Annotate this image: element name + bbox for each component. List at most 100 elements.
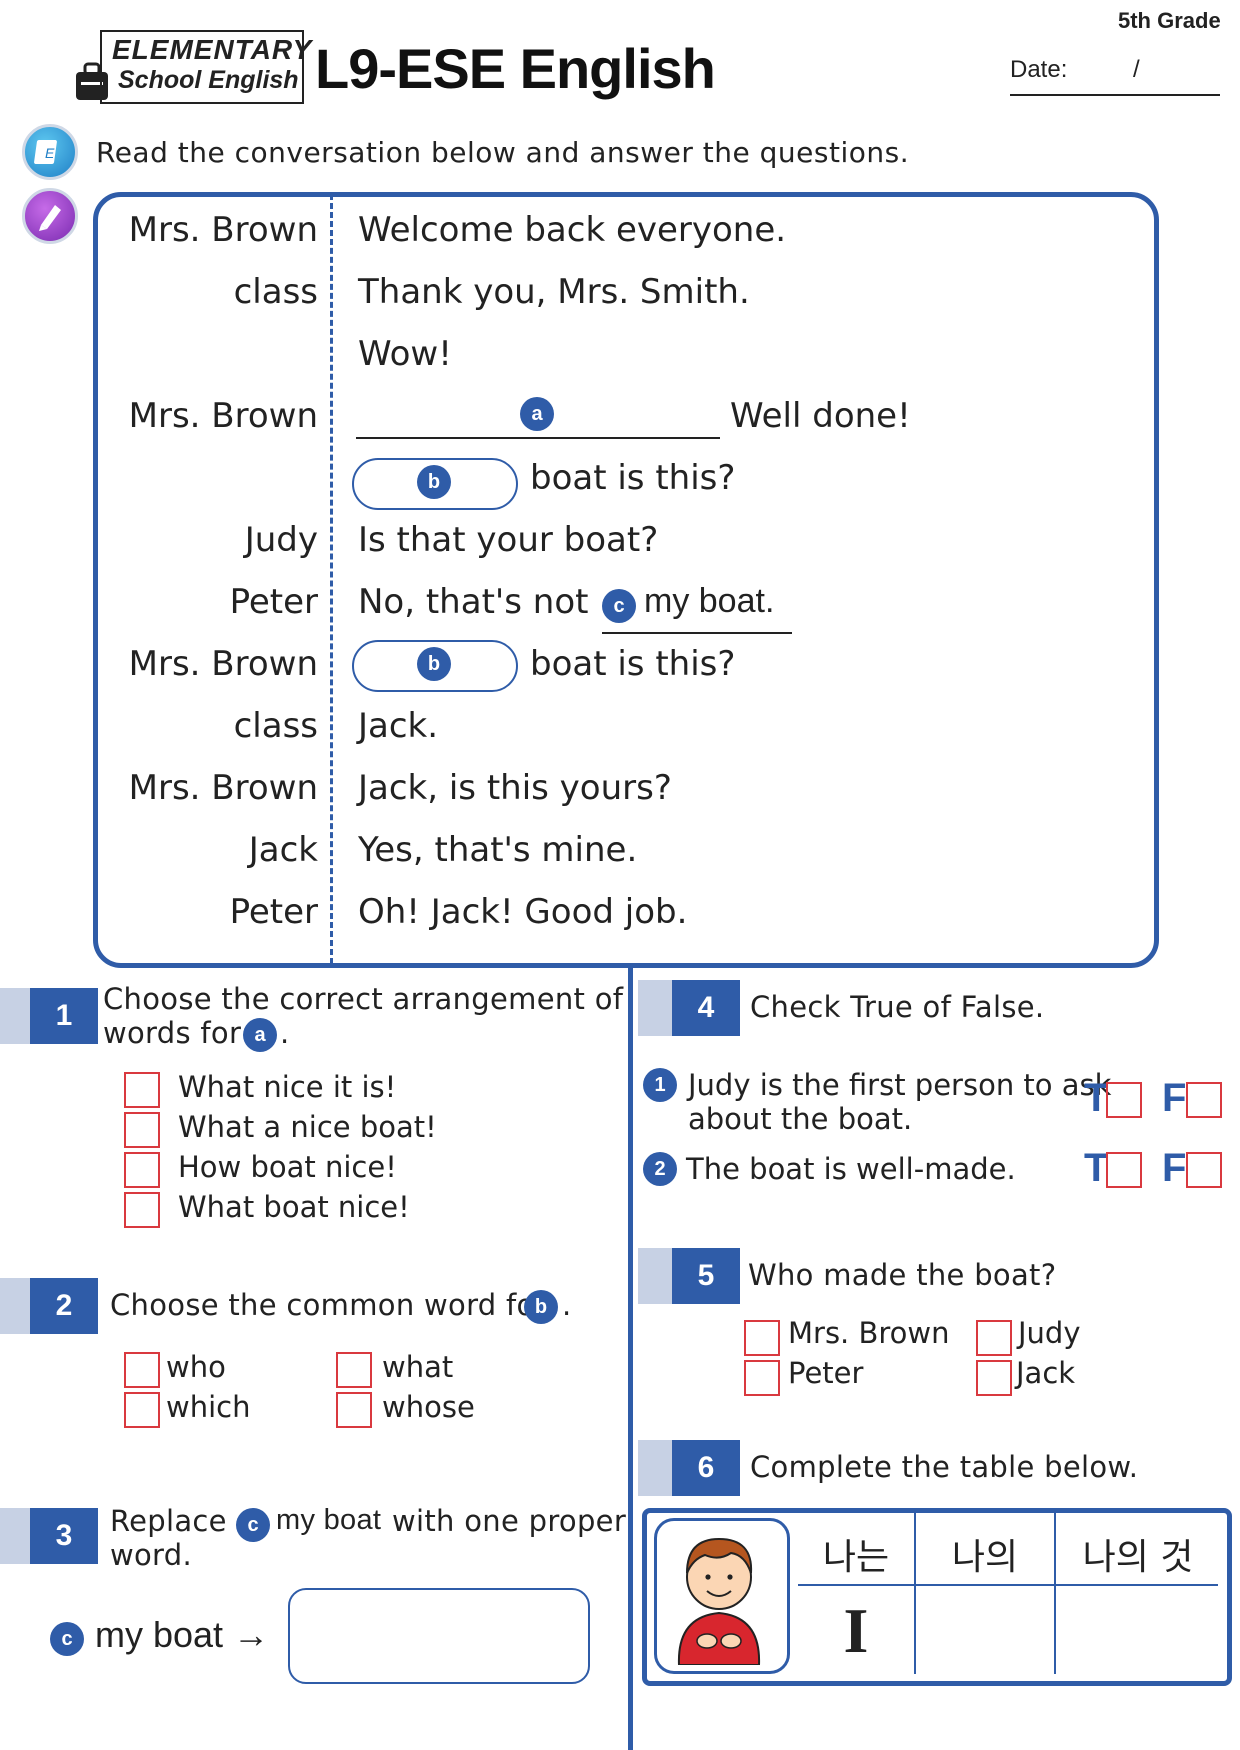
boy-picture-frame: [654, 1518, 790, 1674]
line-10: Jack, is this yours?: [358, 768, 672, 808]
q5-tab: [638, 1248, 674, 1304]
q5-checkbox-judy[interactable]: [976, 1320, 1012, 1356]
marker-b-2: b: [417, 647, 451, 681]
speaker-6: Judy: [244, 520, 318, 560]
q2-period: .: [562, 1288, 572, 1322]
q6-col-line-1: [914, 1510, 916, 1674]
line-8: boat is this?: [530, 644, 736, 684]
speaker-divider: [330, 194, 333, 964]
q6-cell-2[interactable]: [916, 1588, 1054, 1674]
line-2: Thank you, Mrs. Smith.: [358, 272, 750, 312]
conversation-box: [93, 192, 1159, 968]
line-4: Well done!: [730, 396, 911, 436]
q6-col-line-2: [1054, 1510, 1056, 1674]
q2-text: Choose the common word for: [110, 1288, 547, 1322]
line-6: Is that your boat?: [358, 520, 659, 560]
line-7: No, that's not: [358, 582, 589, 622]
line-11: Yes, that's mine.: [358, 830, 638, 870]
q1-option-4: What boat nice!: [178, 1190, 410, 1224]
blank-a[interactable]: [356, 437, 720, 439]
speaker-7: Peter: [229, 582, 318, 622]
q2-number: 2: [30, 1278, 98, 1334]
speaker-2: class: [233, 272, 318, 312]
q4-item2-true-label: T: [1084, 1146, 1109, 1190]
blank-b-2[interactable]: [352, 640, 518, 692]
q4-item1-line2: about the boat.: [688, 1102, 913, 1136]
q5-number: 5: [672, 1248, 740, 1304]
q6-tab: [638, 1440, 674, 1496]
q1-marker: a: [243, 1018, 277, 1052]
line-5: boat is this?: [530, 458, 736, 498]
q5-checkbox-mrs-brown[interactable]: [744, 1320, 780, 1356]
q4-tab: [638, 980, 674, 1036]
instruction-text: Read the conversation below and answer t…: [96, 136, 910, 169]
logo-line1: ELEMENTARY: [112, 34, 313, 65]
marker-a: a: [520, 397, 554, 431]
q2-option-what: what: [382, 1350, 454, 1384]
page-title: L9-ESE English: [315, 37, 716, 100]
q1-checkbox-4[interactable]: [124, 1192, 160, 1228]
q6-header-3: 나의 것: [1082, 1537, 1194, 1578]
q4-item2-true-checkbox[interactable]: [1106, 1152, 1142, 1188]
q1-checkbox-1[interactable]: [124, 1072, 160, 1108]
q2-checkbox-who[interactable]: [124, 1352, 160, 1388]
column-divider: [628, 968, 633, 1750]
q4-item1-number: 1: [643, 1068, 677, 1102]
speaker-8: Mrs. Brown: [128, 644, 318, 684]
q6-cell-3[interactable]: [1056, 1588, 1220, 1674]
q6-table: [642, 1508, 1232, 1686]
q4-item1-false-checkbox[interactable]: [1186, 1082, 1222, 1118]
logo-line2: School English: [118, 66, 299, 94]
q1-option-2: What a nice boat!: [178, 1110, 437, 1144]
svg-text:E: E: [45, 145, 55, 161]
q3-answer-box[interactable]: [288, 1588, 590, 1684]
q6-number: 6: [672, 1440, 740, 1496]
q2-marker: b: [524, 1290, 558, 1324]
grade-label: 5th Grade: [1118, 8, 1221, 33]
q3-answer-marker: c: [50, 1622, 84, 1656]
q2-checkbox-what[interactable]: [336, 1352, 372, 1388]
q5-option-judy: Judy: [1018, 1316, 1081, 1350]
q4-item2-false-checkbox[interactable]: [1186, 1152, 1222, 1188]
line-3: Wow!: [358, 334, 452, 374]
q3-text-post: with one proper: [392, 1504, 627, 1538]
speaker-12: Peter: [229, 892, 318, 932]
speaker-4: Mrs. Brown: [128, 396, 318, 436]
q3-marker: c: [236, 1508, 270, 1542]
q2-checkbox-whose[interactable]: [336, 1392, 372, 1428]
marker-c-underline: [602, 632, 792, 634]
speaker-10: Mrs. Brown: [128, 768, 318, 808]
q3-answer-prefix: my boat →: [95, 1614, 270, 1655]
q6-cell-1: I: [843, 1595, 869, 1666]
q1-checkbox-3[interactable]: [124, 1152, 160, 1188]
q1-text-line2: words for: [103, 1016, 242, 1050]
q4-item1-false-label: F: [1162, 1076, 1187, 1120]
q5-checkbox-peter[interactable]: [744, 1360, 780, 1396]
q5-checkbox-jack[interactable]: [976, 1360, 1012, 1396]
line-1: Welcome back everyone.: [358, 210, 787, 250]
q5-option-jack: Jack: [1016, 1356, 1076, 1390]
q2-option-which: which: [166, 1390, 251, 1424]
q6-header-2: 나의: [951, 1537, 1019, 1578]
q5-text: Who made the boat?: [748, 1258, 1057, 1292]
q4-item2-line1: The boat is well-made.: [686, 1152, 1016, 1186]
blank-b-1[interactable]: [352, 458, 518, 510]
q3-number: 3: [30, 1508, 98, 1564]
q6-row-line: [798, 1584, 1218, 1586]
q4-item2-number: 2: [643, 1152, 677, 1186]
logo-frame: [100, 30, 304, 104]
q2-checkbox-which[interactable]: [124, 1392, 160, 1428]
q4-number: 4: [672, 980, 740, 1036]
q4-item2-false-label: F: [1162, 1146, 1187, 1190]
q4-text: Check True of False.: [750, 990, 1045, 1024]
q2-option-who: who: [166, 1350, 226, 1384]
q1-option-1: What nice it is!: [178, 1070, 397, 1104]
date-field[interactable]: [1010, 94, 1220, 96]
q5-option-peter: Peter: [788, 1356, 864, 1390]
q4-item1-true-checkbox[interactable]: [1106, 1082, 1142, 1118]
q1-checkbox-2[interactable]: [124, 1112, 160, 1148]
book-icon: E: [22, 124, 78, 180]
q3-text-pre: Replace: [110, 1504, 227, 1538]
q4-item1-true-label: T: [1084, 1076, 1109, 1120]
date-slash: /: [1133, 56, 1140, 83]
